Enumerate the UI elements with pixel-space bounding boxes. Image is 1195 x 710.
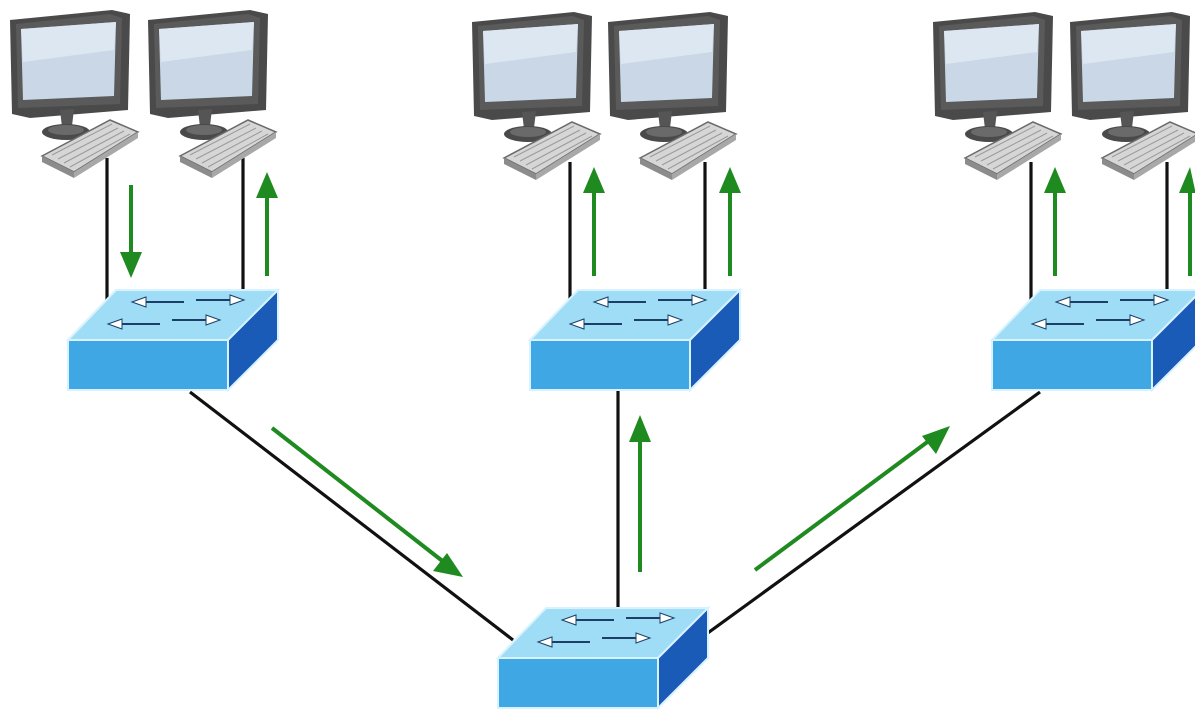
traffic-arrow-up-icon [629,415,651,572]
traffic-arrow-up-icon [719,167,741,276]
traffic-arrow-down-right-icon [270,426,463,577]
computer-icon [1069,11,1195,181]
cable-left-core [189,390,514,642]
traffic-arrow-up-icon [1179,167,1195,276]
switch-icon [67,289,279,391]
switch-icon [991,289,1195,391]
computer-icon [607,11,737,181]
traffic-arrow-up-icon [256,172,278,276]
traffic-arrow-up-right-icon [753,426,950,572]
switch-icon [529,289,741,391]
workstation-group [9,9,1195,181]
computer-icon [9,9,139,179]
computer-icon [932,11,1062,181]
computer-icon [147,9,277,179]
computer-icon [471,11,601,181]
traffic-arrow-group [120,167,1195,577]
switch-group [67,289,1195,709]
cable-right-core [704,390,1041,637]
cable-group [105,158,1169,642]
traffic-arrow-up-icon [583,167,605,276]
traffic-arrow-up-icon [1044,167,1066,276]
traffic-arrow-down-icon [120,185,142,278]
switch-icon [497,607,709,709]
